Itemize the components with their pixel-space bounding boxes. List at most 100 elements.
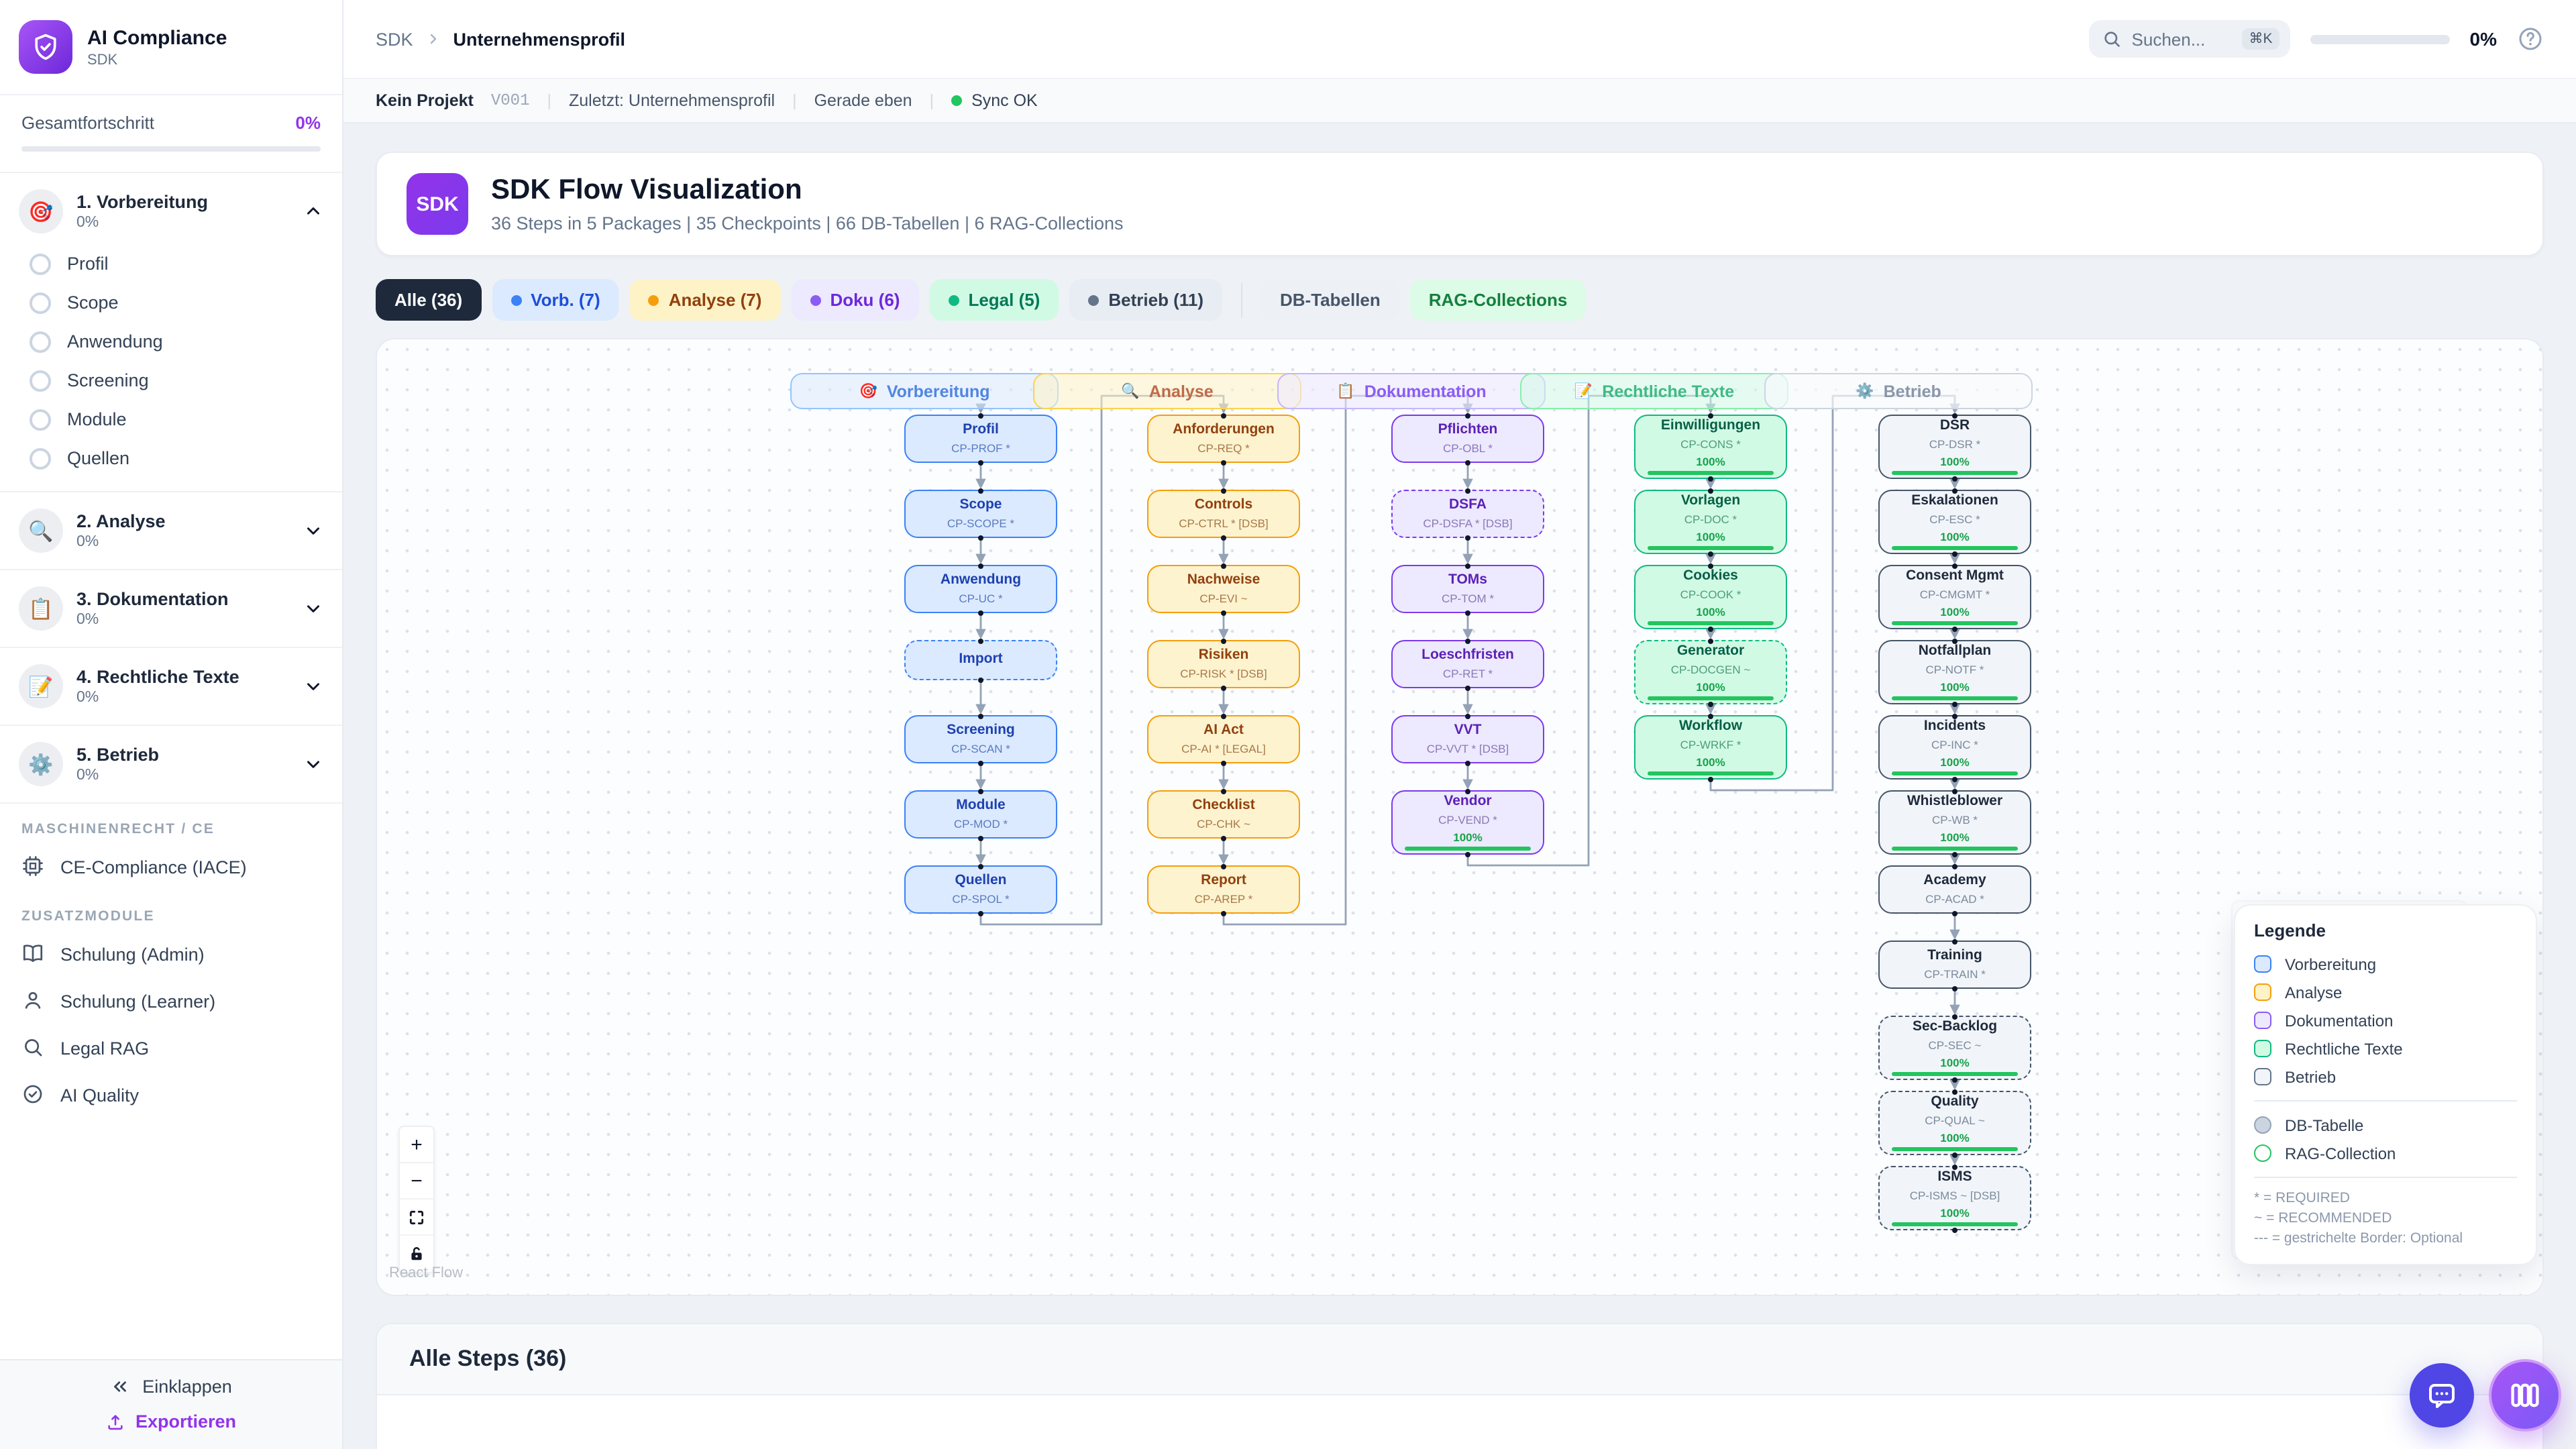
legend-item-vorbereitung: Vorbereitung (2254, 950, 2517, 978)
sidebar-item-ai-quality[interactable]: AI Quality (0, 1072, 342, 1119)
zoom-in-button[interactable]: + (400, 1127, 433, 1163)
node-checkpoint-code: CP-RISK * [DSB] (1180, 666, 1267, 680)
zoom-out-button[interactable]: − (400, 1163, 433, 1199)
sidebar-item-schulung-admin[interactable]: Schulung (Admin) (0, 931, 342, 978)
collapse-sidebar-button[interactable]: Einklappen (110, 1377, 232, 1397)
package-header-rechtliche-texte[interactable]: 📝Rechtliche Texte (1520, 373, 1788, 409)
node-progress-bar (1891, 696, 2019, 701)
vorbereitung-emoji-icon: 🎯 (859, 384, 877, 400)
flow-node-import[interactable]: Import (904, 640, 1057, 680)
search-input[interactable]: Suchen... ⌘K (2088, 20, 2290, 58)
legend-note: * = REQUIRED (2254, 1189, 2350, 1205)
sidebar-item-profil[interactable]: Profil (24, 244, 326, 283)
filter-label: Legal (5) (968, 290, 1040, 310)
filter-betrieb-11[interactable]: Betrieb (11) (1069, 279, 1222, 321)
chevron-down-icon (303, 676, 323, 696)
node-progress-bar (1404, 846, 1532, 851)
legend-note: --- = gestrichelte Border: Optional (2254, 1230, 2463, 1246)
page-title: SDK Flow Visualization (491, 174, 802, 205)
chevron-right-icon (430, 34, 436, 44)
package-header-analyse[interactable]: 🔍Analyse (1033, 373, 1301, 409)
sidebar-item-quellen[interactable]: Quellen (24, 439, 326, 478)
node-title: Report (1201, 872, 1246, 889)
columns-fab-button[interactable] (2489, 1359, 2561, 1432)
sidebar-item-label: Profil (67, 254, 109, 274)
filter-label: Alle (36) (394, 290, 463, 310)
legend-swatch-icon (2254, 955, 2271, 973)
node-progress-value: 100% (1696, 755, 1725, 769)
package-header-betrieb[interactable]: ⚙️Betrieb (1764, 373, 2033, 409)
help-icon[interactable] (2517, 25, 2544, 52)
sidebar-item-scope[interactable]: Scope (24, 283, 326, 322)
node-checkpoint-code: CP-ISMS ~ [DSB] (1909, 1188, 2000, 1202)
lock-button[interactable] (400, 1236, 433, 1272)
sidebar-item-ce-compliance[interactable]: CE-Compliance (IACE) (0, 844, 342, 891)
sidebar-item-screening[interactable]: Screening (24, 361, 326, 400)
sidebar-item-label: AI Quality (60, 1085, 140, 1106)
filter-legal-5[interactable]: Legal (5) (929, 279, 1059, 321)
filter-alle-36[interactable]: Alle (36) (376, 279, 482, 321)
node-progress-value: 100% (1696, 680, 1725, 694)
sidebar-item-anwendung[interactable]: Anwendung (24, 322, 326, 361)
breadcrumb-root[interactable]: SDK (376, 29, 413, 49)
sidebar-item-module[interactable]: Module (24, 400, 326, 439)
node-title: VVT (1454, 722, 1482, 739)
package-header-vorbereitung[interactable]: 🎯Vorbereitung (790, 373, 1059, 409)
node-title: DSFA (1448, 496, 1487, 513)
package-header-dokumentation[interactable]: 📋Dokumentation (1277, 373, 1546, 409)
filter-doku-6[interactable]: Doku (6) (791, 279, 919, 321)
legend-label: Analyse (2285, 983, 2343, 1002)
sidebar-item-legal-rag[interactable]: Legal RAG (0, 1025, 342, 1072)
filter-analyse-7[interactable]: Analyse (7) (629, 279, 781, 321)
filter-vorb-7[interactable]: Vorb. (7) (492, 279, 619, 321)
node-checkpoint-code: CP-DOC * (1684, 512, 1737, 526)
fit-view-button[interactable] (400, 1199, 433, 1236)
filter-db-tabellen[interactable]: DB-Tabellen (1261, 279, 1399, 321)
sidebar-item-schulung-learner[interactable]: Schulung (Learner) (0, 978, 342, 1025)
export-button[interactable]: Exportieren (106, 1411, 236, 1432)
chat-fab-button[interactable] (2410, 1363, 2474, 1428)
filter-rag-collections[interactable]: RAG-Collections (1409, 279, 1587, 321)
